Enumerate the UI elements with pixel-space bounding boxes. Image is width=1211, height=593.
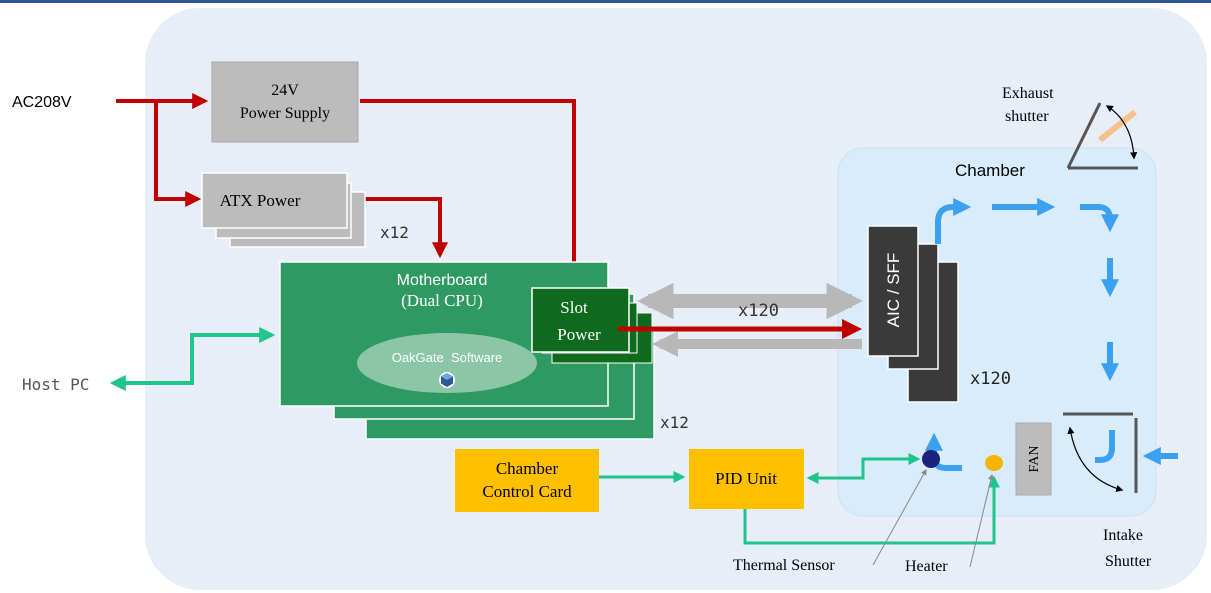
slot-power-line1: Slot	[560, 298, 588, 317]
link-count: x120	[738, 301, 779, 321]
pid-unit-label: PID Unit	[715, 469, 777, 488]
software-label: OakGate Software	[392, 350, 503, 365]
atx-power-label: ATX Power	[220, 191, 301, 210]
intake-shutter-icon	[1063, 412, 1138, 493]
atx-multiplier: x12	[380, 223, 409, 242]
power-supply-line2: Power Supply	[240, 105, 330, 122]
host-pc-label: Host PC	[22, 375, 89, 394]
intake-shutter-line2: Shutter	[1105, 553, 1152, 570]
heater-label: Heater	[905, 558, 948, 575]
thermal-sensor-callout	[872, 468, 927, 566]
heater-callout	[969, 473, 994, 568]
heater-dot	[985, 455, 1003, 471]
device-multiplier: x120	[970, 369, 1011, 389]
aic-sff-label: AIC / SFF	[884, 253, 903, 328]
thermal-sensor-label: Thermal Sensor	[733, 557, 835, 574]
pid-unit-box	[689, 449, 804, 509]
top-accent-bar	[0, 0, 1211, 3]
host-link-line	[109, 327, 276, 391]
control-card-line1: Chamber	[496, 459, 559, 478]
motherboard-multiplier: x12	[660, 413, 689, 432]
slot-power-line2: Power	[557, 325, 601, 344]
chamber-title: Chamber	[955, 161, 1025, 180]
exhaust-shutter-line1: Exhaust	[1002, 85, 1054, 102]
control-card-line2: Control Card	[482, 482, 572, 501]
power-supply-line1: 24V	[271, 82, 299, 99]
control-signal-lines	[599, 453, 1000, 545]
exhaust-shutter-icon	[1066, 102, 1138, 170]
intake-shutter-line1: Intake	[1103, 527, 1143, 544]
aic-sff-stack	[867, 225, 959, 403]
oakgate-logo-icon	[439, 372, 455, 388]
exhaust-shutter-line2: shutter	[1005, 108, 1049, 125]
slot-power-stack	[531, 287, 653, 364]
motherboard-title: Motherboard	[397, 272, 488, 289]
fan-box	[1015, 422, 1052, 496]
atx-power-stack	[201, 172, 366, 248]
power-supply-box	[211, 61, 359, 143]
ac-power-lines	[116, 93, 582, 288]
motherboard-subtitle: (Dual CPU)	[401, 291, 483, 310]
software-badge	[357, 333, 537, 393]
ac-input-label: AC208V	[12, 94, 72, 111]
thermal-sensor-dot	[922, 450, 940, 468]
device-link-arrows	[618, 282, 863, 357]
control-card-box	[455, 449, 599, 512]
fan-label: FAN	[1027, 446, 1042, 473]
